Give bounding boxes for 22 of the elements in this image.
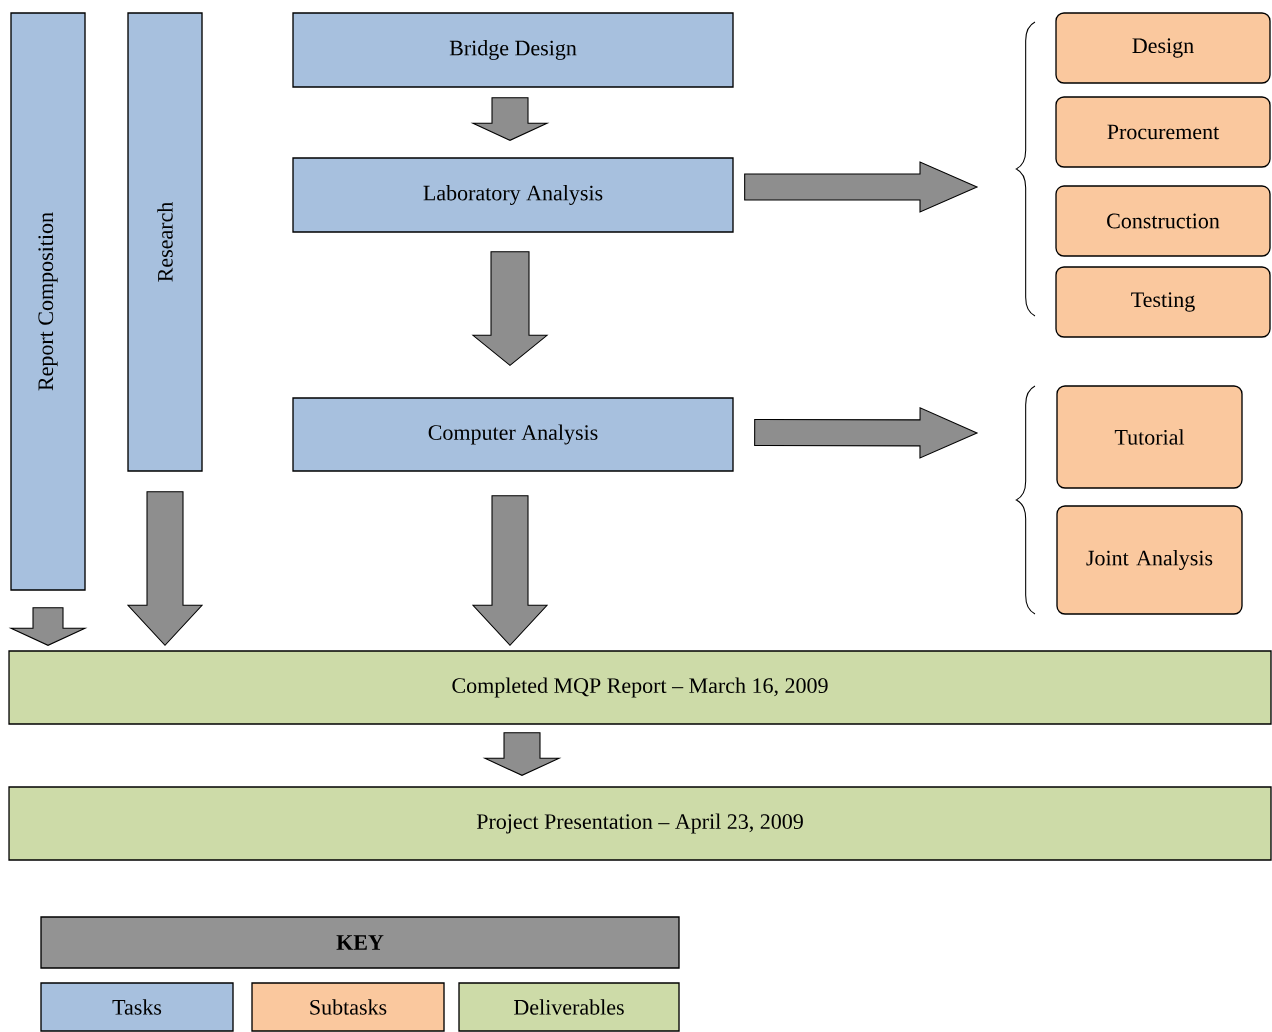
deliverable-bar: Completed MQP Report – March 16, 2009 <box>8 650 1272 725</box>
block-arrow <box>126 491 204 647</box>
subtask-box: Procurement <box>1055 96 1271 168</box>
block-arrow <box>754 407 979 459</box>
subtask-box: Tutorial <box>1056 385 1243 489</box>
block-arrow <box>471 495 549 647</box>
block-arrow <box>8 607 88 646</box>
block-arrow <box>482 732 562 776</box>
block-arrow <box>471 251 549 366</box>
task-bar: Research <box>127 12 203 472</box>
task-box: Bridge Design <box>292 12 734 88</box>
subtask-box: Testing <box>1055 266 1271 338</box>
key-header: KEY <box>40 916 680 969</box>
block-arrow <box>744 161 979 213</box>
task-box: Computer Analysis <box>292 397 734 472</box>
block-arrow <box>470 97 550 141</box>
subtask-box: Construction <box>1055 185 1271 257</box>
task-bar: Report Composition <box>10 12 86 591</box>
deliverable-bar: Project Presentation – April 23, 2009 <box>8 786 1272 861</box>
subtask-box: Design <box>1055 12 1271 84</box>
subtask-box: Joint Analysis <box>1056 505 1243 615</box>
task-box: Laboratory Analysis <box>292 157 734 233</box>
